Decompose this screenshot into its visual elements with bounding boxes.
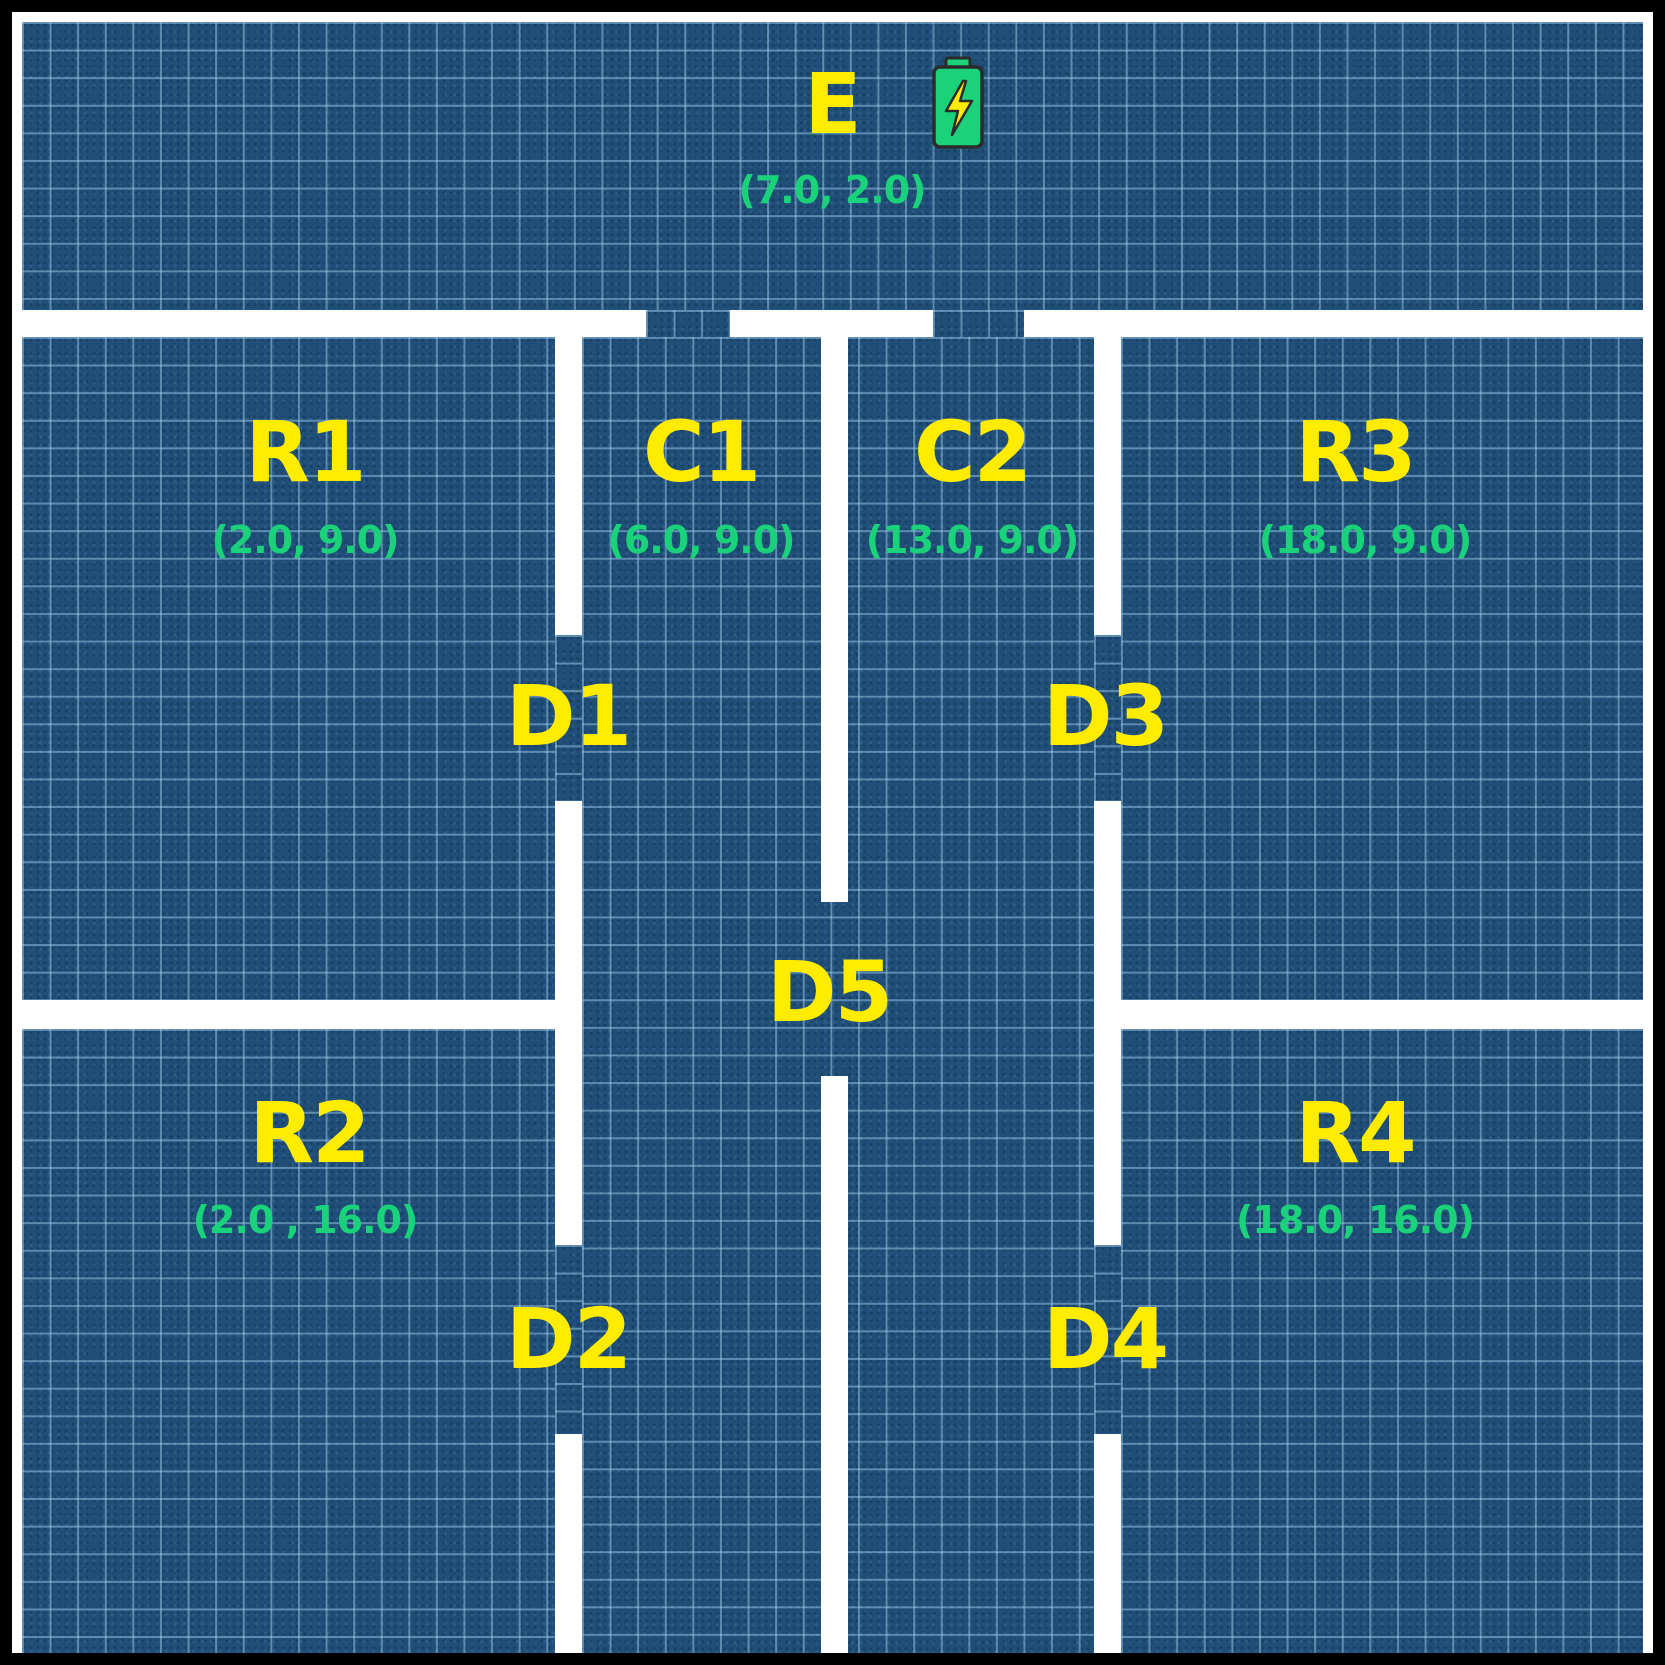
room-coord-r1: (2.0, 9.0): [211, 518, 399, 562]
wall-e-center-stub: [821, 310, 848, 337]
room-coord-r3: (18.0, 9.0): [1258, 518, 1472, 562]
room-coord-r4: (18.0, 16.0): [1236, 1198, 1475, 1242]
room-label-r4: R4: [1295, 1084, 1416, 1182]
corridor-gap-left: [646, 310, 730, 337]
wall-c1-c2-lower: [821, 1076, 848, 1653]
room-e-floor: [22, 22, 1643, 310]
room-coord-c2: (13.0, 9.0): [865, 518, 1079, 562]
room-coord-c1: (6.0, 9.0): [607, 518, 795, 562]
wall-c1-c2-upper: [821, 337, 848, 902]
door-label-d4: D4: [1042, 1290, 1169, 1388]
door-d4-floor: [1094, 1245, 1121, 1434]
room-coord-e: (7.0, 2.0): [738, 168, 926, 212]
corridor-gap-right: [933, 310, 1024, 337]
room-label-r2: R2: [249, 1084, 370, 1182]
door-d1-floor: [555, 635, 582, 801]
room-r3-floor: [1121, 337, 1643, 1000]
floor-plan: E (7.0, 2.0) R1 (2.0, 9.0) C1 (6.0, 9.0)…: [12, 12, 1653, 1653]
room-label-c2: C2: [913, 403, 1032, 501]
battery-charging-icon: [932, 56, 984, 149]
room-coord-r2: (2.0 , 16.0): [192, 1198, 419, 1242]
door-label-d1: D1: [505, 667, 632, 765]
door-label-d3: D3: [1042, 667, 1169, 765]
door-label-d2: D2: [505, 1290, 632, 1388]
door-d3-floor: [1094, 635, 1121, 801]
room-label-r1: R1: [245, 403, 366, 501]
room-label-r3: R3: [1295, 403, 1416, 501]
room-label-c1: C1: [642, 403, 761, 501]
room-r1-floor: [22, 337, 555, 1000]
room-r2-floor: [22, 1029, 555, 1653]
door-d2-floor: [555, 1245, 582, 1434]
door-label-d5: D5: [766, 943, 893, 1041]
room-r4-floor: [1121, 1029, 1643, 1653]
room-label-e: E: [804, 55, 861, 153]
